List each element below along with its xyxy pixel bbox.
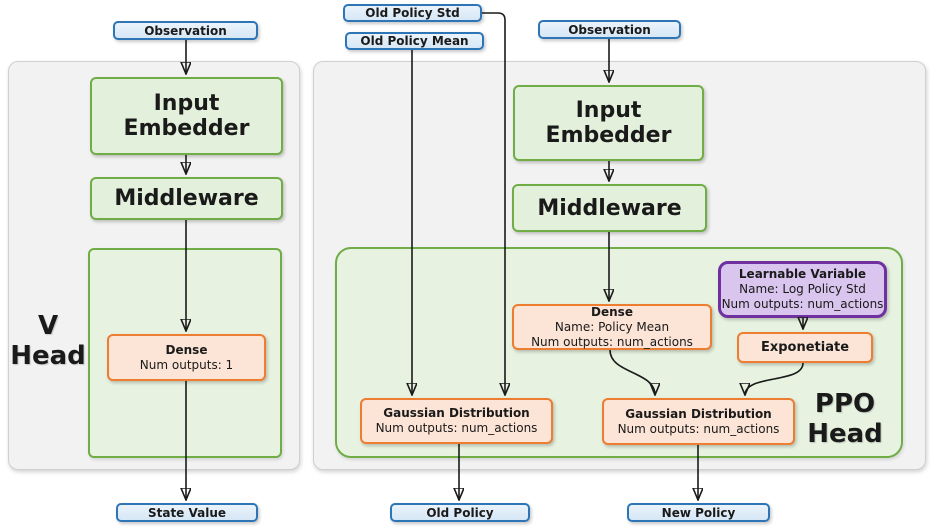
input-embedder-v: Input Embedder: [90, 77, 283, 155]
exponetiate-node: Exponetiate: [737, 332, 873, 363]
old-policy-std-input: Old Policy Std: [343, 4, 482, 22]
policy-mean-dense-title: Dense: [591, 304, 633, 319]
old-gaussian-title: Gaussian Distribution: [383, 406, 530, 420]
learnable-variable-name: Name: Log Policy Std: [739, 282, 866, 296]
v-head-title-line1: V: [37, 311, 59, 341]
new-gaussian-title: Gaussian Distribution: [625, 406, 772, 421]
learnable-variable-title: Learnable Variable: [738, 267, 867, 281]
policy-mean-dense-node: Dense Name: Policy Mean Num outputs: num…: [512, 304, 712, 350]
new-policy-output: New Policy: [627, 503, 770, 522]
old-gaussian-outputs: Num outputs: num_actions: [375, 421, 538, 435]
observation-input-v: Observation: [113, 21, 258, 40]
observation-input-ppo: Observation: [538, 20, 681, 39]
policy-mean-dense-name: Name: Policy Mean: [554, 319, 670, 334]
input-embedder-ppo: Input Embedder: [513, 85, 704, 161]
new-gaussian-distribution-node: Gaussian Distribution Num outputs: num_a…: [602, 398, 795, 445]
dense-v-node: Dense Num outputs: 1: [107, 334, 266, 381]
ppo-head-title: PPO Head: [800, 389, 890, 450]
old-policy-output: Old Policy: [390, 503, 530, 522]
middleware-v: Middleware: [90, 177, 283, 220]
v-head-title: V Head: [8, 311, 88, 372]
old-gaussian-distribution-node: Gaussian Distribution Num outputs: num_a…: [360, 398, 553, 444]
learnable-variable-outputs: Num outputs: num_actions: [721, 297, 884, 311]
middleware-ppo: Middleware: [512, 184, 707, 232]
dense-v-title: Dense: [165, 342, 208, 357]
learnable-variable-node: Learnable Variable Name: Log Policy Std …: [718, 261, 887, 318]
v-head-title-line2: Head: [10, 340, 86, 371]
ppo-head-title-line2: Head: [807, 418, 883, 449]
ppo-head-title-line1: PPO: [814, 389, 876, 419]
old-policy-mean-input: Old Policy Mean: [345, 32, 484, 50]
dense-v-outputs: Num outputs: 1: [139, 357, 234, 372]
new-gaussian-outputs: Num outputs: num_actions: [617, 421, 780, 436]
state-value-output: State Value: [116, 503, 258, 522]
policy-mean-dense-outputs: Num outputs: num_actions: [531, 334, 693, 349]
